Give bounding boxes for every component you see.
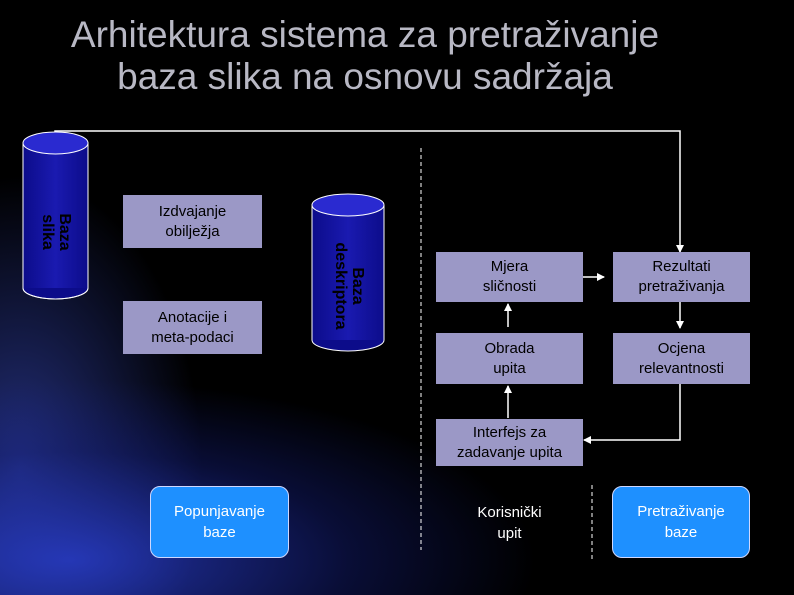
annotations-label: Anotacije i meta-podaci — [151, 308, 234, 346]
feature-extraction-box: Izdvajanje obilježja — [123, 195, 262, 248]
image-db-cylinder — [22, 131, 89, 300]
db-search-phase: Pretraživanje baze — [612, 486, 750, 558]
query-interface-label: Interfejs za zadavanje upita — [456, 423, 563, 461]
descriptor-db-label: Baza deskriptora — [332, 242, 366, 330]
user-query-label: Korisnički upit — [477, 504, 542, 542]
db-population-label: Popunjavanje baze — [174, 503, 265, 541]
relevance-label: Ocjena relevantnosti — [638, 339, 725, 377]
title-line-1: Arhitektura sistema za pretraživanje — [70, 14, 660, 55]
descriptor-db-cylinder — [311, 193, 385, 352]
results-box: Rezultati pretraživanja — [613, 252, 750, 302]
user-query-phase: Korisnički upit — [436, 490, 583, 556]
db-search-label: Pretraživanje baze — [637, 503, 725, 541]
query-processing-label: Obrada upita — [484, 339, 535, 377]
query-processing-box: Obrada upita — [436, 333, 583, 384]
db-population-phase: Popunjavanje baze — [150, 486, 289, 558]
similarity-label: Mjera sličnosti — [482, 258, 537, 295]
annotations-box: Anotacije i meta-podaci — [123, 301, 262, 354]
slide-title: Arhitektura sistema za pretraživanje baz… — [0, 14, 730, 98]
results-label: Rezultati pretraživanja — [638, 258, 725, 295]
relevance-box: Ocjena relevantnosti — [613, 333, 750, 384]
feature-extraction-label: Izdvajanje obilježja — [158, 202, 227, 240]
similarity-box: Mjera sličnosti — [436, 252, 583, 302]
image-db-label: Baza slika — [39, 213, 73, 251]
query-interface-box: Interfejs za zadavanje upita — [436, 419, 583, 466]
title-line-2: baza slika na osnovu sadržaja — [117, 56, 613, 97]
